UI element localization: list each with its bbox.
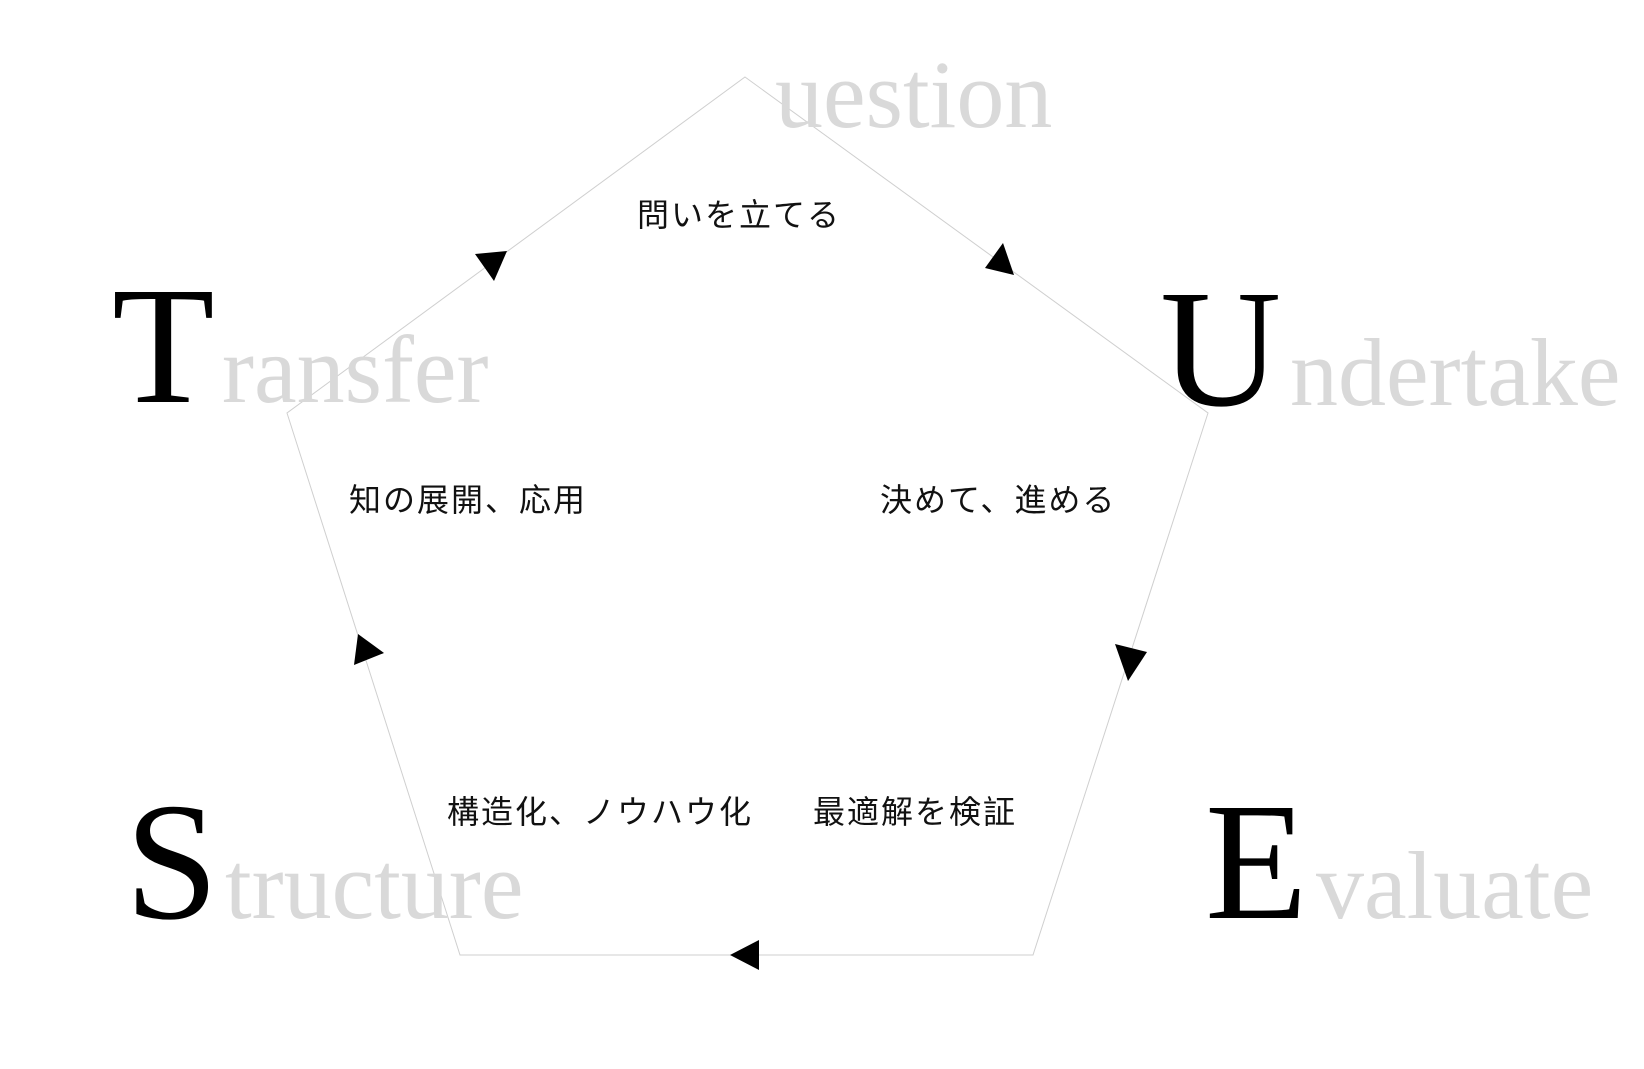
arrow-icon-left — [354, 634, 384, 665]
word-structure: tructure — [225, 832, 524, 939]
letter-e: E — [1205, 769, 1308, 955]
word-undertake: ndertake — [1290, 319, 1620, 426]
word-evaluate: valuate — [1316, 832, 1593, 939]
word-transfer: ransfer — [222, 316, 489, 423]
arrow-icon-top-left — [475, 251, 507, 281]
arrow-icon-bottom — [730, 940, 759, 970]
arrow-icon-right — [1115, 644, 1147, 681]
label-structure: 構造化、ノウハウ化 — [447, 793, 753, 831]
arrow-icon-top-right — [985, 243, 1014, 275]
word-question: uestion — [775, 41, 1052, 148]
label-question: 問いを立てる — [637, 196, 841, 234]
letter-s: S — [125, 769, 218, 955]
label-transfer: 知の展開、応用 — [349, 481, 587, 519]
letter-u: U — [1160, 256, 1281, 442]
letter-t: T — [112, 253, 215, 439]
label-undertake: 決めて、進める — [880, 481, 1116, 519]
label-evaluate: 最適解を検証 — [813, 793, 1017, 831]
